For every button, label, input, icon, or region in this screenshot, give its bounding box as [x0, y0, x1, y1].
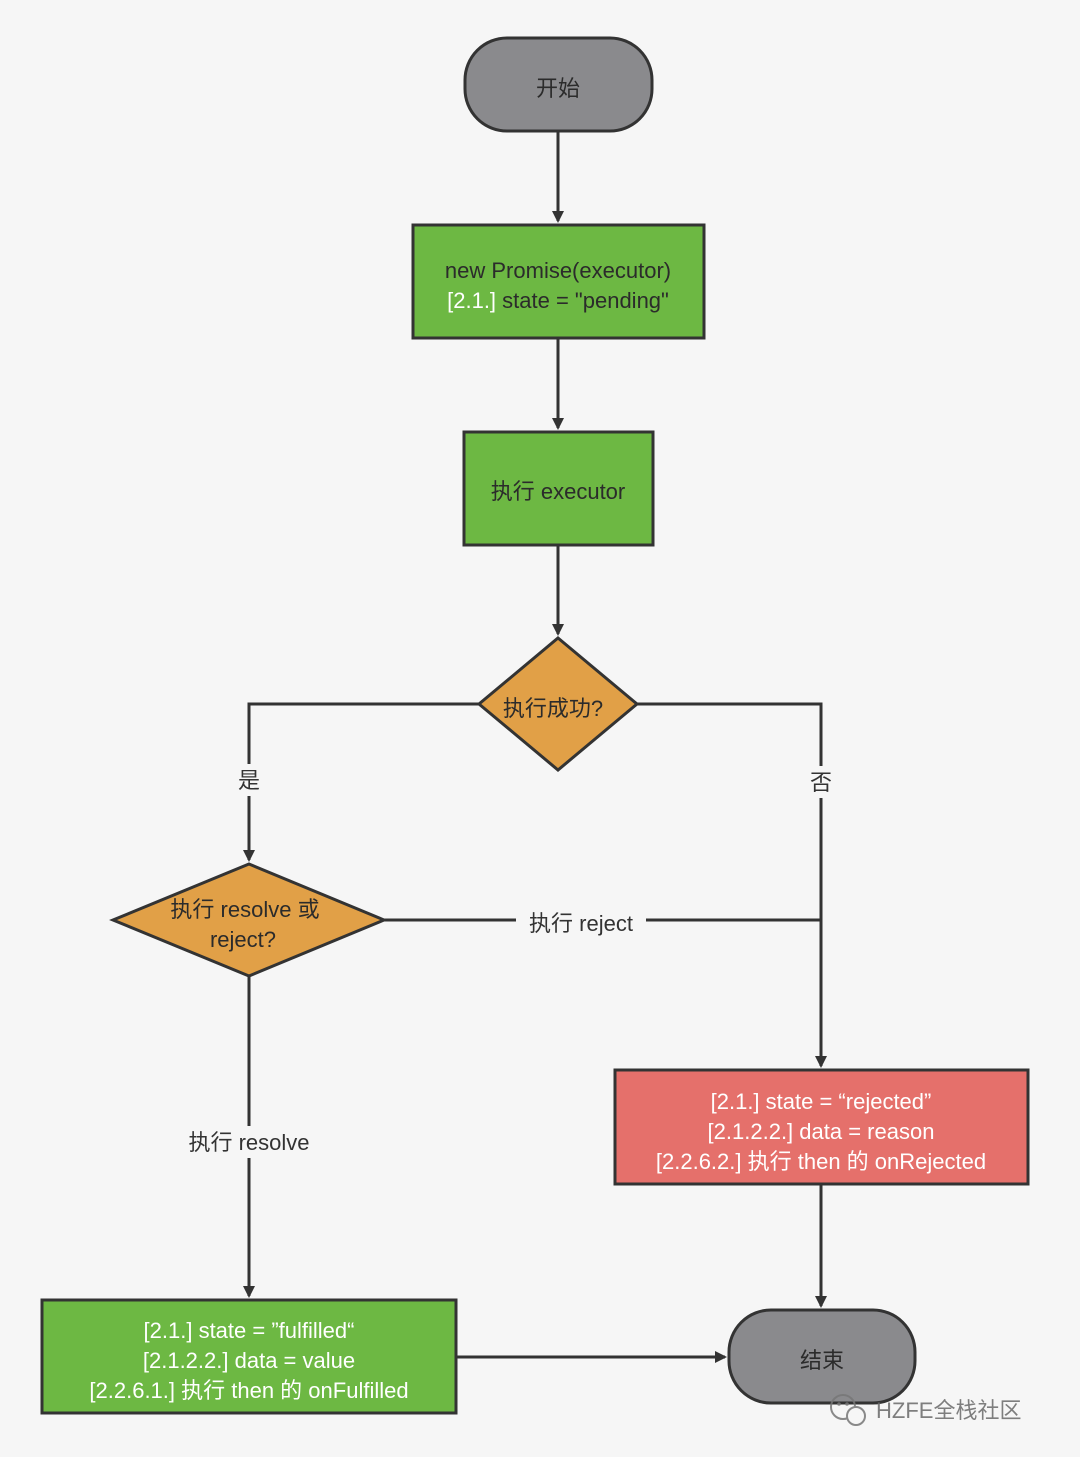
node-fulfilled-line2: [2.1.2.2.] data = value [143, 1348, 355, 1373]
node-run-executor-label: 执行 executor [491, 479, 626, 504]
node-rejected-line3: [2.2.6.2.] 执行 then 的 onRejected [656, 1149, 986, 1174]
node-new-promise: new Promise(executor) [2.1.] state = "pe… [411, 223, 706, 340]
node-fulfilled-line1: [2.1.] state = ”fulfilled“ [144, 1318, 355, 1343]
edge-label-yes: 是 [238, 768, 260, 793]
node-start: 开始 [463, 36, 654, 133]
node-fulfilled-line3: [2.2.6.1.] 执行 then 的 onFulfilled [89, 1378, 408, 1403]
node-new-promise-line2: [2.1.] state = "pending" [447, 288, 669, 313]
node-rejected-line2: [2.1.2.2.] data = reason [708, 1119, 935, 1144]
node-new-promise-line1: new Promise(executor) [445, 258, 671, 283]
node-fulfilled: [2.1.] state = ”fulfilled“ [2.1.2.2.] da… [40, 1298, 458, 1415]
node-rejected-line1: [2.1.] state = “rejected” [711, 1089, 932, 1114]
node-end: 结束 [727, 1308, 917, 1405]
node-rejected: [2.1.] state = “rejected” [2.1.2.2.] dat… [613, 1068, 1030, 1186]
node-success-check-label: 执行成功? [503, 696, 603, 721]
edge-label-call-reject: 执行 reject [529, 911, 633, 936]
watermark-text: HZFE全栈社区 [876, 1398, 1021, 1423]
node-success-check: 执行成功? [476, 636, 640, 772]
edge-label-no: 否 [810, 770, 832, 795]
node-resolve-or-reject-line2: reject? [210, 927, 276, 952]
node-start-label: 开始 [536, 76, 580, 101]
edge-label-call-resolve: 执行 resolve [188, 1130, 309, 1155]
watermark: HZFE全栈社区 [830, 1394, 1021, 1426]
wechat-icon [830, 1394, 866, 1426]
edge-labels: 是 否 执行 reject 执行 resolve [176, 764, 840, 1158]
node-run-executor: 执行 executor [462, 430, 655, 547]
edge-success-no [637, 702, 827, 1068]
edge-success-yes [243, 702, 481, 862]
node-resolve-or-reject-line1: 执行 resolve 或 [170, 897, 319, 922]
node-end-label: 结束 [800, 1348, 844, 1373]
node-resolve-or-reject: 执行 resolve 或 reject? [109, 862, 388, 978]
